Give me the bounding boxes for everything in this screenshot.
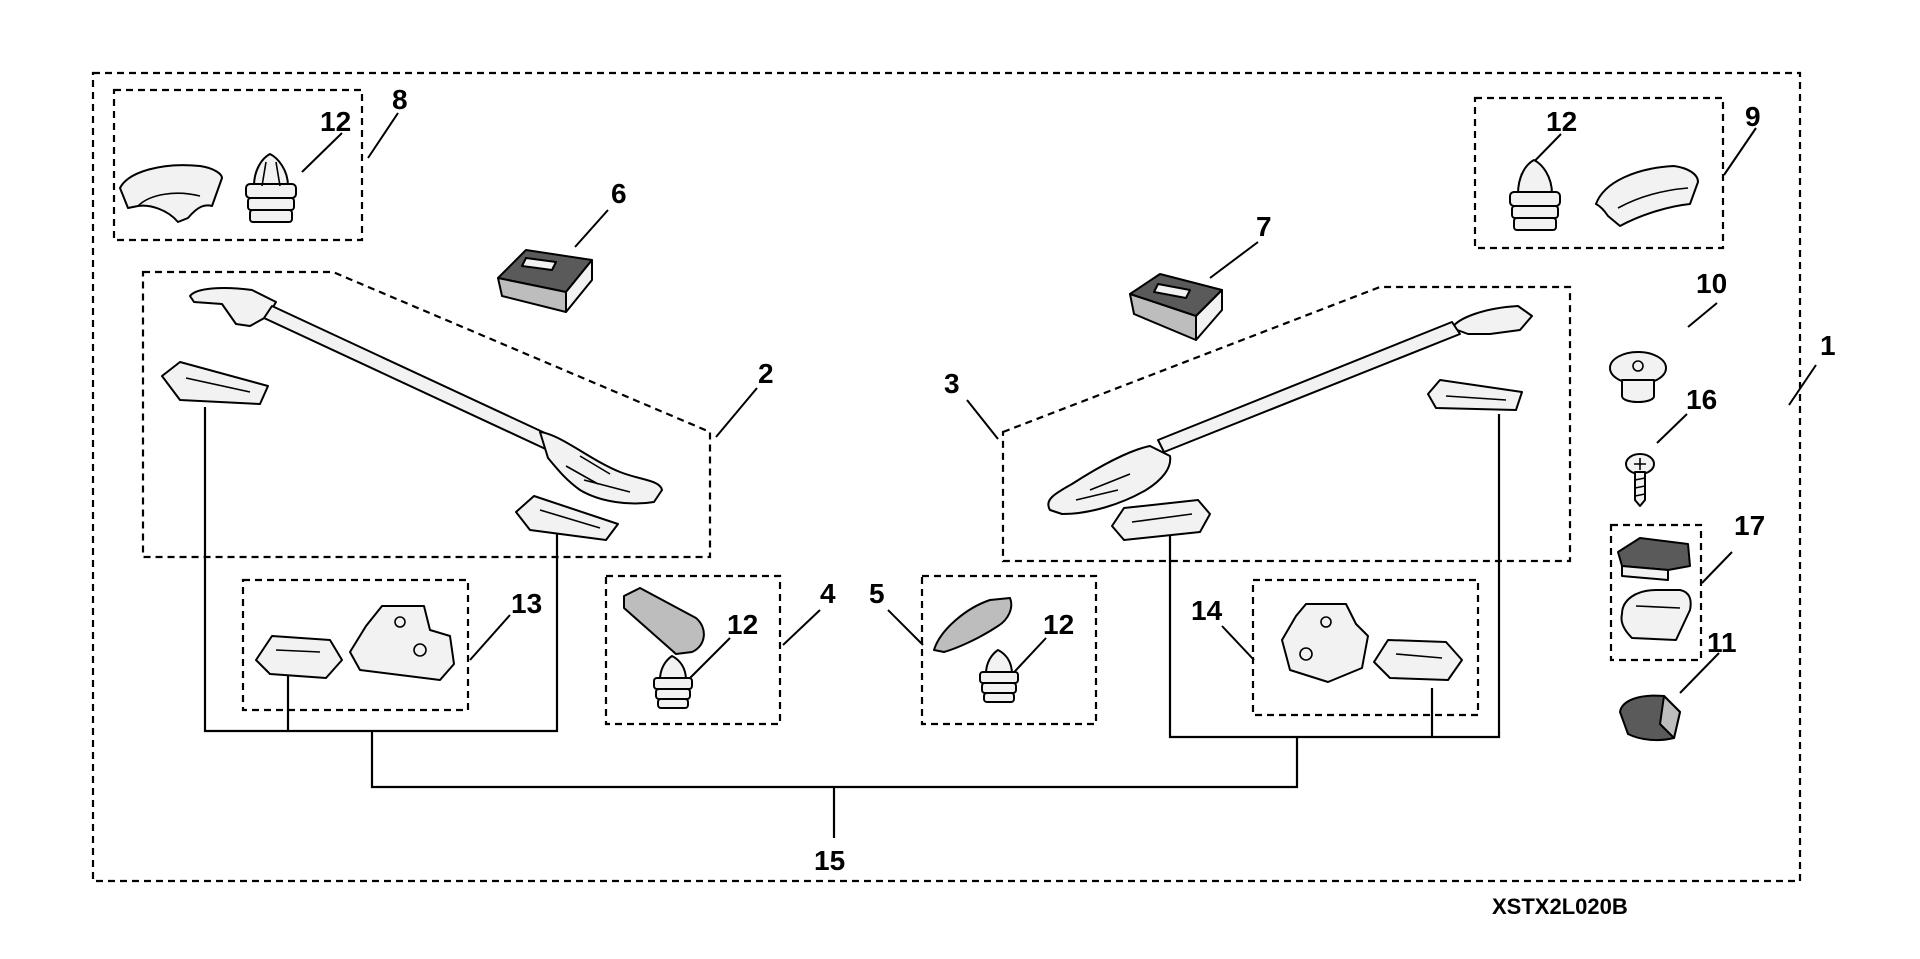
callout-4: 4 bbox=[820, 578, 836, 609]
mount-base-13-part bbox=[255, 635, 343, 679]
trim-piece-4-part bbox=[623, 587, 705, 655]
mount-pad-left-rear-part bbox=[515, 495, 619, 541]
callout-12-a: 12 bbox=[320, 106, 351, 137]
mount-base-14-part bbox=[1373, 639, 1463, 681]
callout-3: 3 bbox=[944, 368, 960, 399]
callout-7: 7 bbox=[1256, 211, 1272, 242]
bolt-10-part bbox=[1609, 351, 1667, 403]
mount-pad-left-front-part bbox=[161, 361, 269, 405]
roof-rail-right-part bbox=[1047, 305, 1533, 515]
clip-part-b bbox=[1509, 159, 1561, 231]
callout-15: 15 bbox=[814, 845, 845, 876]
group-8-boundary bbox=[112, 88, 364, 242]
roof-rail-left-part bbox=[189, 287, 663, 505]
mount-pad-right-front-part bbox=[1427, 379, 1523, 411]
kit-boundary bbox=[91, 71, 1802, 883]
latch-17-part bbox=[1617, 537, 1692, 641]
screw-16-part bbox=[1625, 453, 1655, 507]
callout-labels: 1 2 3 4 5 6 7 8 9 10 11 12 12 12 12 13 1… bbox=[320, 84, 1836, 876]
group-9-boundary bbox=[1473, 96, 1725, 250]
group-14-boundary bbox=[1251, 578, 1480, 717]
callout-11: 11 bbox=[1707, 627, 1737, 658]
callout-17: 17 bbox=[1734, 510, 1765, 541]
group-4-boundary bbox=[604, 574, 782, 726]
callout-8: 8 bbox=[392, 84, 408, 115]
mount-pad-right-rear-part bbox=[1111, 499, 1211, 541]
end-cap-right-part bbox=[1595, 165, 1699, 227]
group-5-boundary bbox=[920, 574, 1098, 726]
mount-block-14-part bbox=[1281, 603, 1369, 683]
end-cap-left-part bbox=[119, 164, 223, 223]
callout-14: 14 bbox=[1191, 595, 1223, 626]
cover-7-part bbox=[1129, 273, 1223, 341]
callout-6: 6 bbox=[611, 178, 627, 209]
callout-9: 9 bbox=[1745, 101, 1761, 132]
trim-piece-5-part bbox=[933, 597, 1013, 653]
callout-12-c: 12 bbox=[727, 609, 758, 640]
callout-1: 1 bbox=[1820, 330, 1836, 361]
group-2-boundary bbox=[141, 270, 712, 559]
cap-11-part bbox=[1619, 694, 1681, 742]
cover-6-part bbox=[497, 249, 593, 313]
callout-2: 2 bbox=[758, 358, 774, 389]
callout-13: 13 bbox=[511, 588, 542, 619]
group-17-boundary bbox=[1609, 523, 1703, 662]
callout-12-d: 12 bbox=[1043, 609, 1074, 640]
callout-16: 16 bbox=[1686, 384, 1717, 415]
callout-12-b: 12 bbox=[1546, 106, 1577, 137]
group-3-boundary bbox=[1001, 285, 1572, 563]
callout-10: 10 bbox=[1696, 268, 1727, 299]
group-13-boundary bbox=[241, 578, 470, 712]
clip-part-d bbox=[979, 649, 1019, 703]
clip-part-a bbox=[245, 153, 297, 223]
clip-part-c bbox=[653, 655, 693, 709]
mount-block-13-part bbox=[349, 605, 455, 681]
callout-5: 5 bbox=[869, 578, 885, 609]
bracket-lines bbox=[203, 407, 1501, 838]
diagram-code: XSTX2L020B bbox=[1492, 894, 1628, 919]
